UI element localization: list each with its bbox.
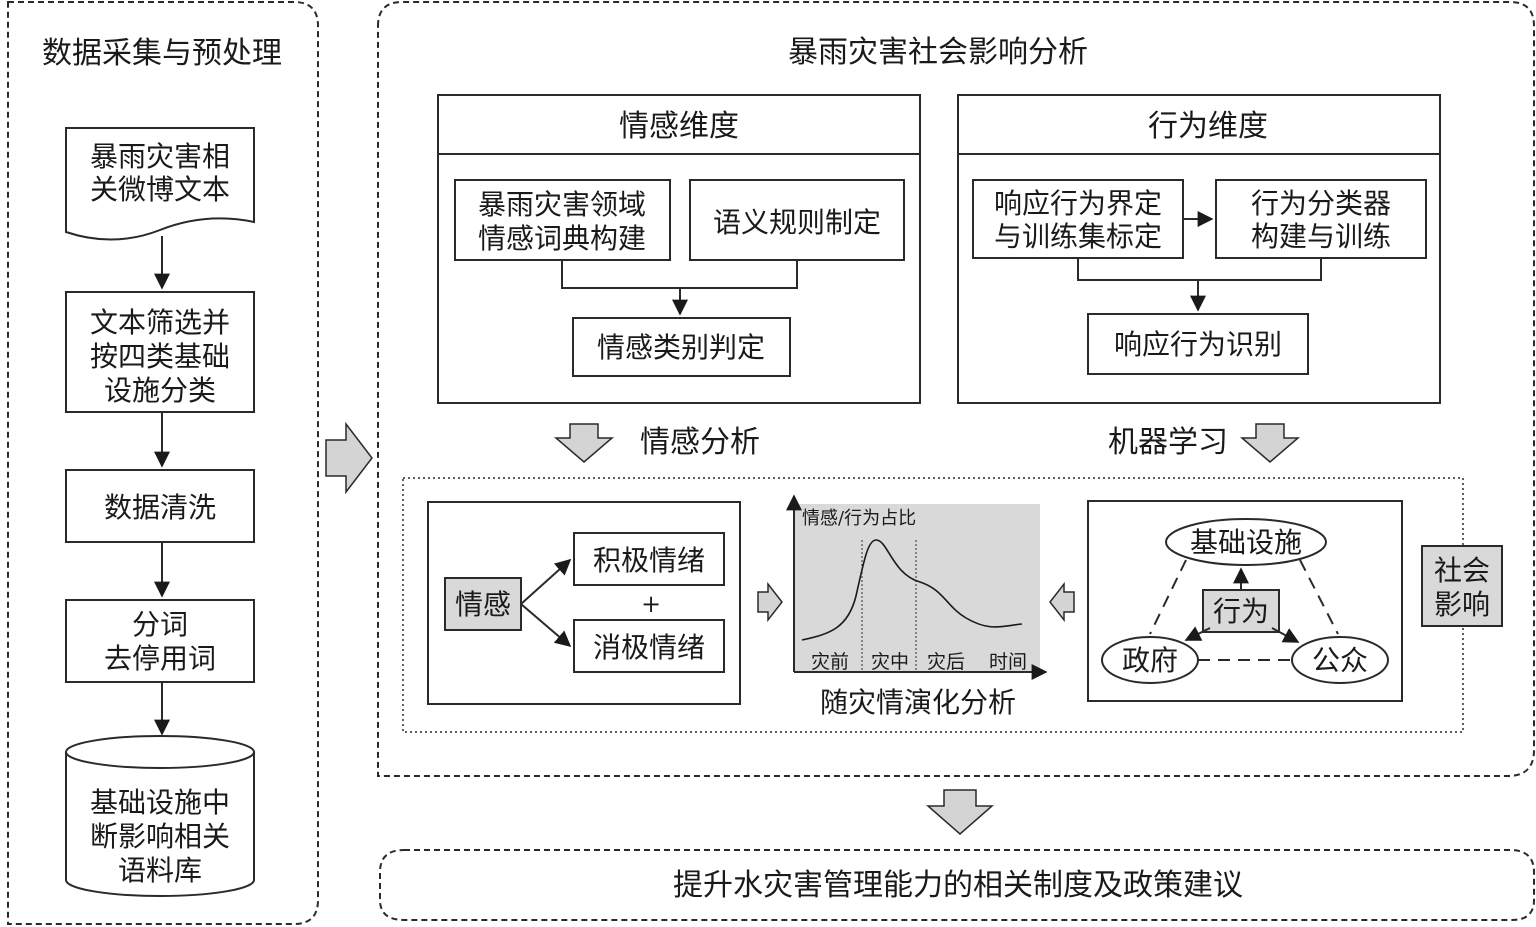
right-panel-title: 暴雨灾害社会影响分析	[788, 35, 1088, 70]
infrastructure-label: 基础设施	[1190, 526, 1302, 559]
behavior-dimension-title: 行为维度	[1148, 109, 1268, 144]
classifier-line-2: 构建与训练	[1251, 220, 1391, 253]
emotion-judge-box	[572, 317, 791, 377]
chart-background	[794, 504, 1040, 672]
emotion-dimension-title: 情感维度	[619, 109, 739, 144]
policy-label: 提升水灾害管理能力的相关制度及政策建议	[673, 868, 1243, 903]
weibo-text-document	[65, 127, 255, 241]
segmentation-line-1: 分词	[132, 608, 188, 641]
positive-emotion-box	[573, 532, 725, 586]
semantic-rules-box	[689, 179, 905, 261]
filter-classify-box	[65, 291, 255, 413]
data-cleaning-box	[65, 469, 255, 543]
network-to-chart-arrow	[1049, 581, 1075, 623]
government-label: 政府	[1122, 644, 1178, 677]
social-impact-line-2: 影响	[1434, 588, 1490, 621]
lexicon-box	[454, 179, 671, 261]
corpus-database	[65, 752, 255, 897]
machine-learning-label: 机器学习	[1108, 425, 1228, 460]
emotion-judge-label: 情感类别判定	[597, 331, 765, 364]
policy-frame	[379, 849, 1535, 921]
behavior-define-line-2: 与训练集标定	[994, 220, 1162, 253]
emotion-analysis-arrow	[553, 423, 615, 463]
classifier-line-1: 行为分类器	[1251, 187, 1391, 220]
social-impact-line-1: 社会	[1434, 554, 1490, 587]
phase-label-during: 灾中	[871, 651, 909, 673]
social-impact-box	[1421, 545, 1503, 627]
phase-label-after: 灾后	[927, 651, 965, 673]
left-panel-frame	[7, 1, 319, 925]
evolution-curve	[801, 539, 1023, 641]
phase-label-before: 灾前	[811, 651, 849, 673]
chart-xlabel: 时间	[989, 651, 1027, 673]
sentiment-to-chart-arrow	[757, 581, 783, 623]
behavior-identify-label: 响应行为识别	[1114, 328, 1282, 361]
flow-arrow-down	[926, 789, 994, 835]
sentiment-source-label: 情感	[455, 588, 511, 621]
chart-ylabel: 情感/行为占比	[802, 508, 916, 529]
right-panel-frame	[377, 1, 1535, 777]
lexicon-line-2: 情感词典构建	[478, 222, 646, 255]
chart-caption: 随灾情演化分析	[820, 686, 1016, 719]
emotion-analysis-label: 情感分析	[640, 425, 760, 460]
filter-line-1: 文本筛选并	[90, 306, 230, 339]
sentiment-source	[444, 577, 522, 631]
plus-sign: +	[641, 590, 661, 618]
corpus-line-1: 基础设施中	[90, 786, 230, 819]
corpus-line-2: 断影响相关	[90, 820, 230, 853]
negative-emotion-box	[573, 619, 725, 673]
weibo-text-line-2: 关微博文本	[90, 173, 230, 206]
evolution-chart: 情感/行为占比 灾前 灾中 灾后 时间	[786, 494, 1048, 680]
classifier-box	[1215, 179, 1427, 259]
weibo-text-line-1: 暴雨灾害相	[90, 140, 230, 173]
machine-learning-arrow	[1239, 423, 1301, 463]
filter-line-3: 设施分类	[104, 374, 216, 407]
behavior-node-label: 行为	[1213, 595, 1269, 628]
negative-emotion-label: 消极情绪	[593, 631, 705, 664]
corpus-line-3: 语料库	[118, 854, 202, 887]
segmentation-line-2: 去停用词	[104, 642, 216, 675]
semantic-rules-label: 语义规则制定	[713, 206, 881, 239]
flow-arrow-right	[325, 421, 373, 495]
left-panel-title: 数据采集与预处理	[42, 36, 282, 71]
behavior-identify-box	[1087, 313, 1309, 375]
behavior-define-line-1: 响应行为界定	[994, 187, 1162, 220]
public-label: 公众	[1312, 644, 1368, 677]
filter-line-2: 按四类基础	[90, 340, 230, 373]
public-node	[1291, 636, 1389, 684]
government-node	[1101, 636, 1199, 684]
lexicon-line-1: 暴雨灾害领域	[478, 188, 646, 221]
data-cleaning-label: 数据清洗	[104, 491, 216, 524]
positive-emotion-label: 积极情绪	[593, 544, 705, 577]
segmentation-box	[65, 599, 255, 683]
infrastructure-node	[1165, 518, 1327, 566]
